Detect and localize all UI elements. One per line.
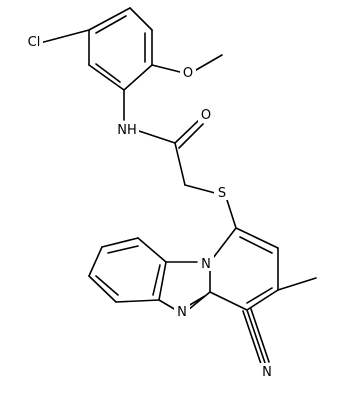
bond [246,287,273,304]
bond [158,299,177,311]
bond [174,119,200,144]
bond [152,264,161,296]
bond [88,275,117,303]
bond [209,291,248,311]
bond [209,227,237,263]
bond [95,63,121,83]
bond [195,54,223,71]
bond [187,295,206,307]
bond [184,184,216,194]
bond [39,29,90,44]
sulfur-label: S [218,186,226,201]
bond [115,299,160,303]
bond [226,199,237,229]
imine-nitrogen-label: N [177,305,187,320]
bond [95,15,127,34]
bond [277,277,317,291]
bond [88,64,125,91]
bond [246,289,279,311]
atom-labels: Cl O NH O S N N N [23,33,275,380]
bond [101,237,139,248]
bridgehead-nitrogen-label: N [201,257,211,272]
bond [174,142,186,186]
bond [242,310,262,365]
methoxy-oxygen-label: O [183,66,193,81]
bond [123,64,153,91]
bond [246,309,266,364]
nitrile-nitrogen-label: N [262,365,272,380]
amide-nitrogen-label: NH [117,123,137,138]
bond [137,237,167,263]
bond [250,308,270,363]
bond [187,291,211,311]
bond [129,7,153,31]
bond [151,64,181,73]
chlorine-label: Cl [28,35,41,50]
bond [178,123,204,149]
bond [235,227,279,249]
bond [158,261,167,301]
bond [88,246,103,277]
bond [88,7,131,31]
bond [107,245,139,254]
bond [239,236,273,254]
bond-lines [39,7,317,365]
carbonyl-oxygen-label: O [201,108,211,123]
bond [95,275,119,296]
bond [135,129,176,144]
